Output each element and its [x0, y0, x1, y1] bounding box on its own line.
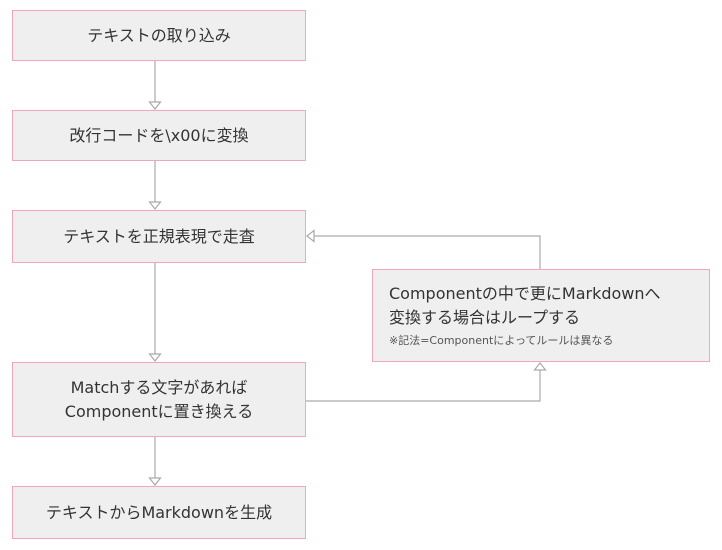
arrowhead-loop [533, 362, 547, 371]
node-generate-markdown-label: テキストからMarkdownを生成 [45, 502, 273, 522]
edge-replace-to-loop [306, 370, 541, 402]
arrowhead-generate [148, 477, 162, 486]
node-replace-component-line2: Componentに置き換える [64, 401, 254, 421]
node-import-text: テキストの取り込み [12, 10, 306, 61]
node-scan-regex-label: テキストを正規表現で走査 [63, 226, 255, 246]
arrowhead-scan-return [306, 229, 315, 243]
node-generate-markdown: テキストからMarkdownを生成 [12, 486, 306, 539]
arrowhead-convert [148, 101, 162, 110]
node-loop-note-footnote: ※記法=Componentによってルールは異なる [389, 333, 614, 347]
node-scan-regex: テキストを正規表現で走査 [12, 210, 306, 263]
arrowhead-replace [148, 353, 162, 362]
arrowhead-scan [148, 201, 162, 210]
node-loop-note-line1: Componentの中で更にMarkdownへ [389, 283, 661, 303]
node-import-text-label: テキストの取り込み [87, 25, 231, 45]
node-replace-component: Matchする文字があれば Componentに置き換える [12, 362, 306, 437]
node-convert-newline-label: 改行コードを\x00に変換 [69, 125, 249, 145]
edge-loop-to-scan [314, 235, 541, 269]
node-loop-note: Componentの中で更にMarkdownへ 変換する場合はループする ※記法… [372, 269, 710, 362]
node-convert-newline: 改行コードを\x00に変換 [12, 110, 306, 161]
node-loop-note-line2: 変換する場合はループする [389, 307, 581, 327]
node-replace-component-line1: Matchする文字があれば [70, 377, 248, 397]
